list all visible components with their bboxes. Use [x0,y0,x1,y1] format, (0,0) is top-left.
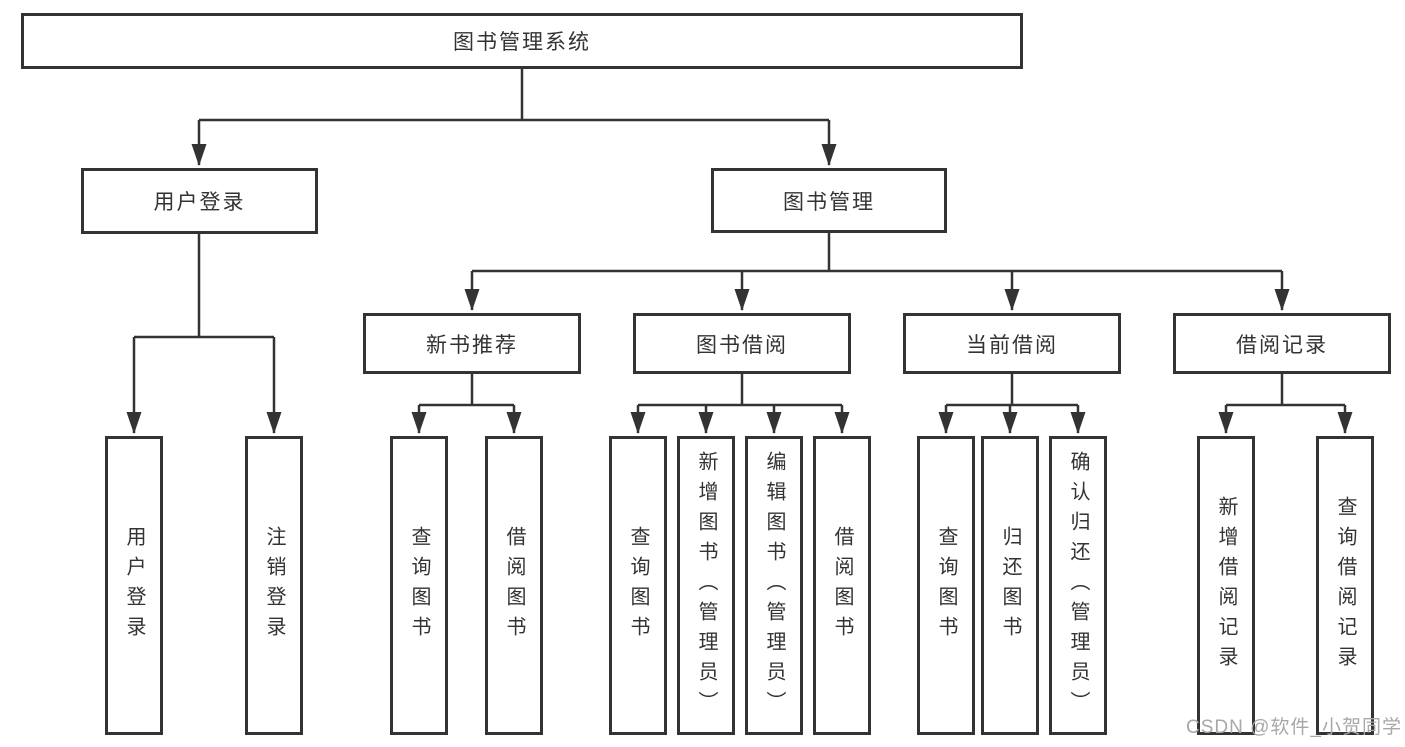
leaf-borrow-borrow-books: 借阅图书 [813,436,871,735]
leaf-logout: 注销登录 [245,436,303,735]
node-new-book-recommend-label: 新书推荐 [426,333,518,357]
leaf-newbook-query-books: 查询图书 [390,436,448,735]
leaf-borrow-edit-books-admin: 编辑图书（管理员） [745,436,803,735]
leaf-borrow-add-books-admin: 新增图书（管理员） [677,436,735,735]
leaf-borrow-add-books-admin-label: 新增图书（管理员） [695,450,717,721]
leaf-records-add-record: 新增借阅记录 [1197,436,1255,735]
leaf-current-query-books-label: 查询图书 [935,525,957,646]
node-root-label: 图书管理系统 [453,31,591,54]
leaf-current-confirm-return-admin-label: 确认归还（管理员） [1067,450,1089,721]
node-book-borrow: 图书借阅 [633,313,851,374]
node-book-borrow-label: 图书借阅 [696,333,788,357]
node-new-book-recommend: 新书推荐 [363,313,581,374]
node-current-borrow: 当前借阅 [903,313,1121,374]
leaf-newbook-borrow-books-label: 借阅图书 [503,525,525,646]
node-borrow-records-label: 借阅记录 [1236,333,1328,357]
leaf-borrow-edit-books-admin-label: 编辑图书（管理员） [763,450,785,721]
leaf-records-add-record-label: 新增借阅记录 [1215,495,1237,676]
leaf-records-query-record: 查询借阅记录 [1316,436,1374,735]
node-book-management: 图书管理 [711,168,947,233]
node-current-borrow-label: 当前借阅 [966,333,1058,357]
leaf-user-login: 用户登录 [105,436,163,735]
leaf-current-query-books: 查询图书 [917,436,975,735]
node-user-login: 用户登录 [81,168,318,234]
leaf-logout-label: 注销登录 [263,525,285,646]
connector-elbows [134,69,1345,407]
leaf-newbook-borrow-books: 借阅图书 [485,436,543,735]
leaf-borrow-query-books-label: 查询图书 [627,525,649,646]
leaf-user-login-label: 用户登录 [123,525,145,646]
connector-arrows [126,120,1353,434]
node-borrow-records: 借阅记录 [1173,313,1391,374]
node-user-login-label: 用户登录 [153,191,246,214]
leaf-records-query-record-label: 查询借阅记录 [1334,495,1356,676]
node-root: 图书管理系统 [21,13,1023,69]
leaf-current-confirm-return-admin: 确认归还（管理员） [1049,436,1107,735]
node-book-management-label: 图书管理 [783,190,875,214]
leaf-newbook-query-books-label: 查询图书 [408,525,430,646]
leaf-borrow-borrow-books-label: 借阅图书 [831,525,853,646]
leaf-current-return-books-label: 归还图书 [999,525,1021,646]
leaf-borrow-query-books: 查询图书 [609,436,667,735]
watermark: CSDN @软件_小贺同学 [1186,717,1402,738]
leaf-current-return-books: 归还图书 [981,436,1039,735]
